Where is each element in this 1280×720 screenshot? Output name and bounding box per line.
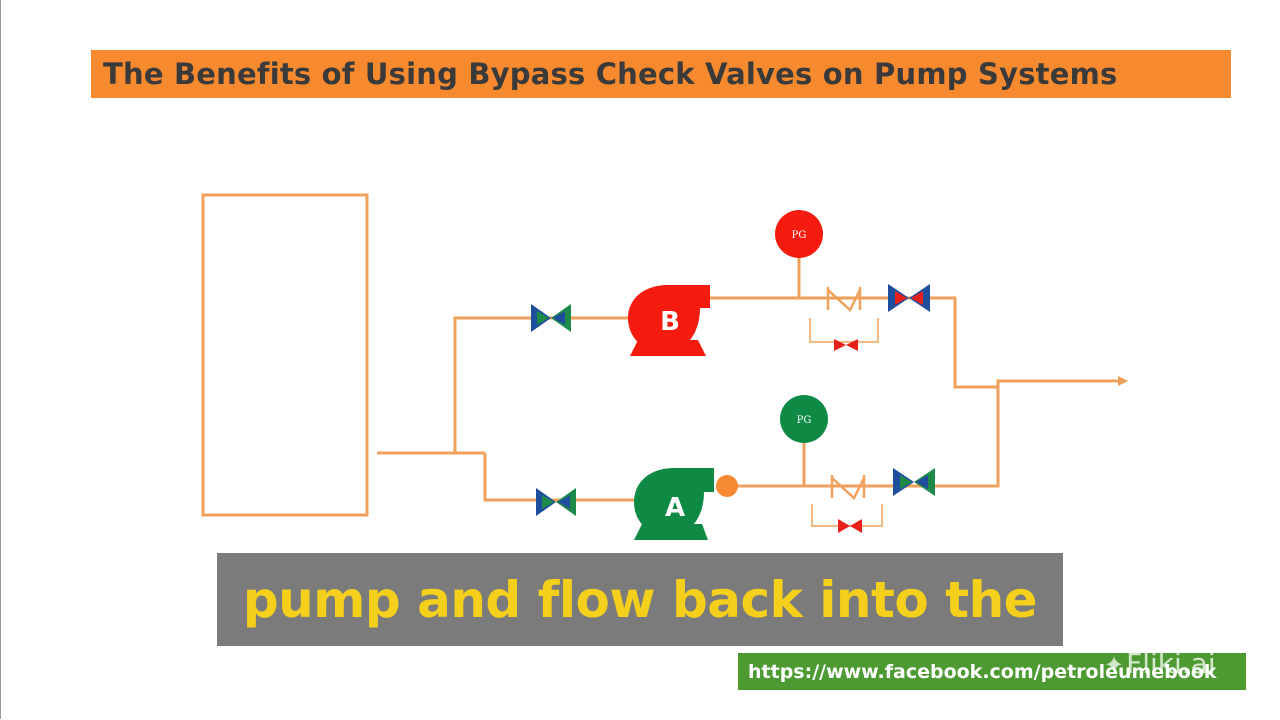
discharge-valve-a[interactable] — [893, 468, 935, 496]
storage-tank — [201, 193, 369, 517]
page-title: The Benefits of Using Bypass Check Valve… — [103, 57, 1118, 91]
discharge-valve-b[interactable] — [888, 284, 930, 312]
pump-b-label: B — [660, 307, 680, 337]
suction-pipe-b — [453, 316, 630, 453]
check-valve-b — [826, 287, 862, 313]
subtitle-caption: pump and flow back into the — [242, 570, 1038, 629]
bypass-loop-b — [809, 318, 879, 343]
facebook-url-banner[interactable]: https://www.facebook.com/petroleumebook — [738, 653, 1246, 690]
gauge-b-label: PG — [792, 230, 807, 241]
pump-a-discharge-nozzle — [716, 475, 738, 497]
gauge-a-label: PG — [797, 415, 812, 426]
suction-pipe-a — [483, 453, 634, 502]
subtitle-caption-box: pump and flow back into the — [217, 553, 1063, 646]
bypass-valve-b[interactable] — [834, 339, 858, 351]
bypass-loop-a — [811, 504, 883, 527]
fliki-watermark-text: Fliki.ai — [1126, 647, 1216, 680]
facebook-url[interactable]: https://www.facebook.com/petroleumebook — [748, 660, 1217, 683]
pump-b[interactable]: B — [628, 285, 710, 356]
discharge-pipe-b — [710, 296, 998, 389]
bypass-valve-a[interactable] — [838, 519, 862, 533]
suction-valve-b[interactable] — [531, 304, 571, 332]
fliki-watermark: ✦Fliki.ai — [1104, 647, 1216, 680]
fliki-logo-icon: ✦ — [1104, 651, 1125, 679]
pressure-gauge-b: PG — [775, 210, 823, 258]
pump-a[interactable]: A — [634, 468, 714, 540]
title-bar: The Benefits of Using Bypass Check Valve… — [91, 50, 1231, 98]
suction-valve-a[interactable] — [536, 488, 576, 516]
pump-a-label: A — [665, 493, 685, 523]
check-valve-a — [830, 475, 866, 501]
pressure-gauge-a: PG — [780, 395, 828, 443]
